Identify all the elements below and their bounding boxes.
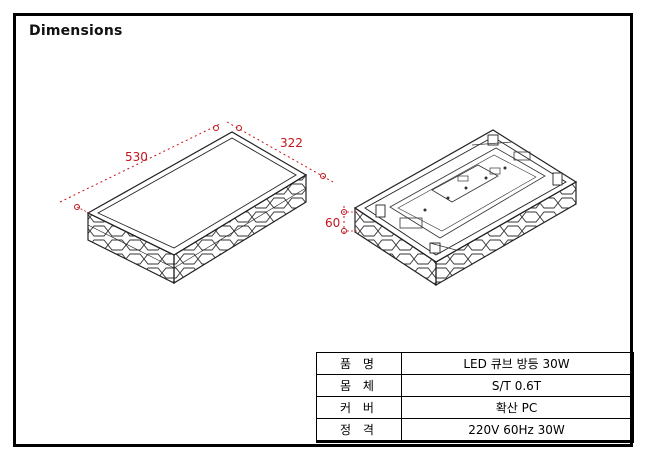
spec-row: 품 명 LED 큐브 방등 30W <box>316 352 634 375</box>
spec-value: 220V 60Hz 30W <box>401 418 634 443</box>
dimension-height-label: 60 <box>325 216 340 230</box>
dimension-width-label: 322 <box>280 136 303 150</box>
spec-label: 몸 체 <box>316 374 402 397</box>
dimension-line-height: 60 <box>325 206 358 236</box>
product-front-view <box>86 131 308 285</box>
page-title: Dimensions <box>29 23 123 39</box>
spec-value: S/T 0.6T <box>401 374 634 397</box>
spec-label: 커 버 <box>316 396 402 419</box>
dimension-line-length: 530 <box>59 123 221 214</box>
spec-row: 몸 체 S/T 0.6T <box>316 374 634 397</box>
dimension-line-width: 322 <box>226 121 334 183</box>
drawing-frame <box>13 13 633 447</box>
dimension-length-label: 530 <box>125 150 148 164</box>
spec-label: 품 명 <box>316 352 402 375</box>
spec-value: 확산 PC <box>401 396 634 419</box>
spec-row: 정 격 220V 60Hz 30W <box>316 418 634 443</box>
product-back-view <box>353 129 578 287</box>
spec-label: 정 격 <box>316 418 402 443</box>
spec-table: 품 명 LED 큐브 방등 30W 몸 체 S/T 0.6T 커 버 확산 PC… <box>316 352 634 443</box>
spec-row: 커 버 확산 PC <box>316 396 634 419</box>
spec-value: LED 큐브 방등 30W <box>401 352 634 375</box>
